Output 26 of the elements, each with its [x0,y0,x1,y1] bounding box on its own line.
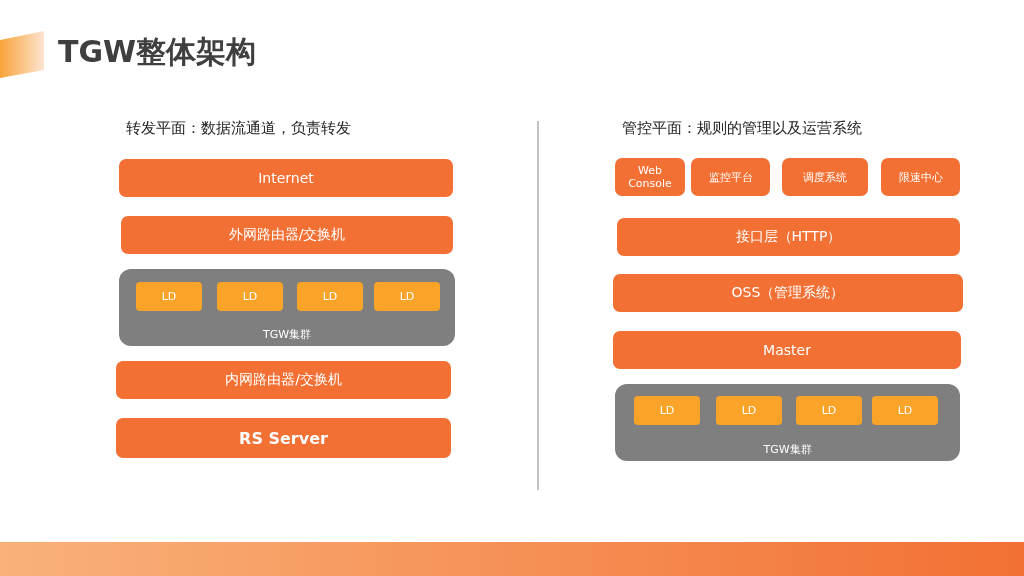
layer-box: 外网路由器/交换机 [121,216,453,254]
module-box: 限速中心 [881,158,960,196]
cluster-box [119,269,455,346]
ld-box: LD [634,396,700,425]
ld-box: LD [136,282,202,311]
layer-box: RS Server [116,418,451,458]
ld-box: LD [796,396,862,425]
ld-box: LD [872,396,938,425]
layer-box: Internet [119,159,453,197]
cluster-label: TGW集群 [763,442,812,457]
title: TGW整体架构 [58,33,257,71]
layer-box: Master [613,331,961,369]
layer-box: OSS（管理系统） [613,274,963,312]
cluster-box [615,384,960,461]
ld-box: LD [217,282,283,311]
module-box: 调度系统 [782,158,868,196]
layer-box: 接口层（HTTP） [617,218,960,256]
module-box: 监控平台 [691,158,770,196]
ld-box: LD [374,282,440,311]
section-heading: 管控平面：规则的管理以及运营系统 [622,119,862,138]
module-box: Web Console [615,158,685,196]
ld-box: LD [716,396,782,425]
ld-box: LD [297,282,363,311]
layer-box: 内网路由器/交换机 [116,361,451,399]
cluster-label: TGW集群 [262,327,312,342]
section-heading: 转发平面：数据流通道，负责转发 [126,119,351,138]
